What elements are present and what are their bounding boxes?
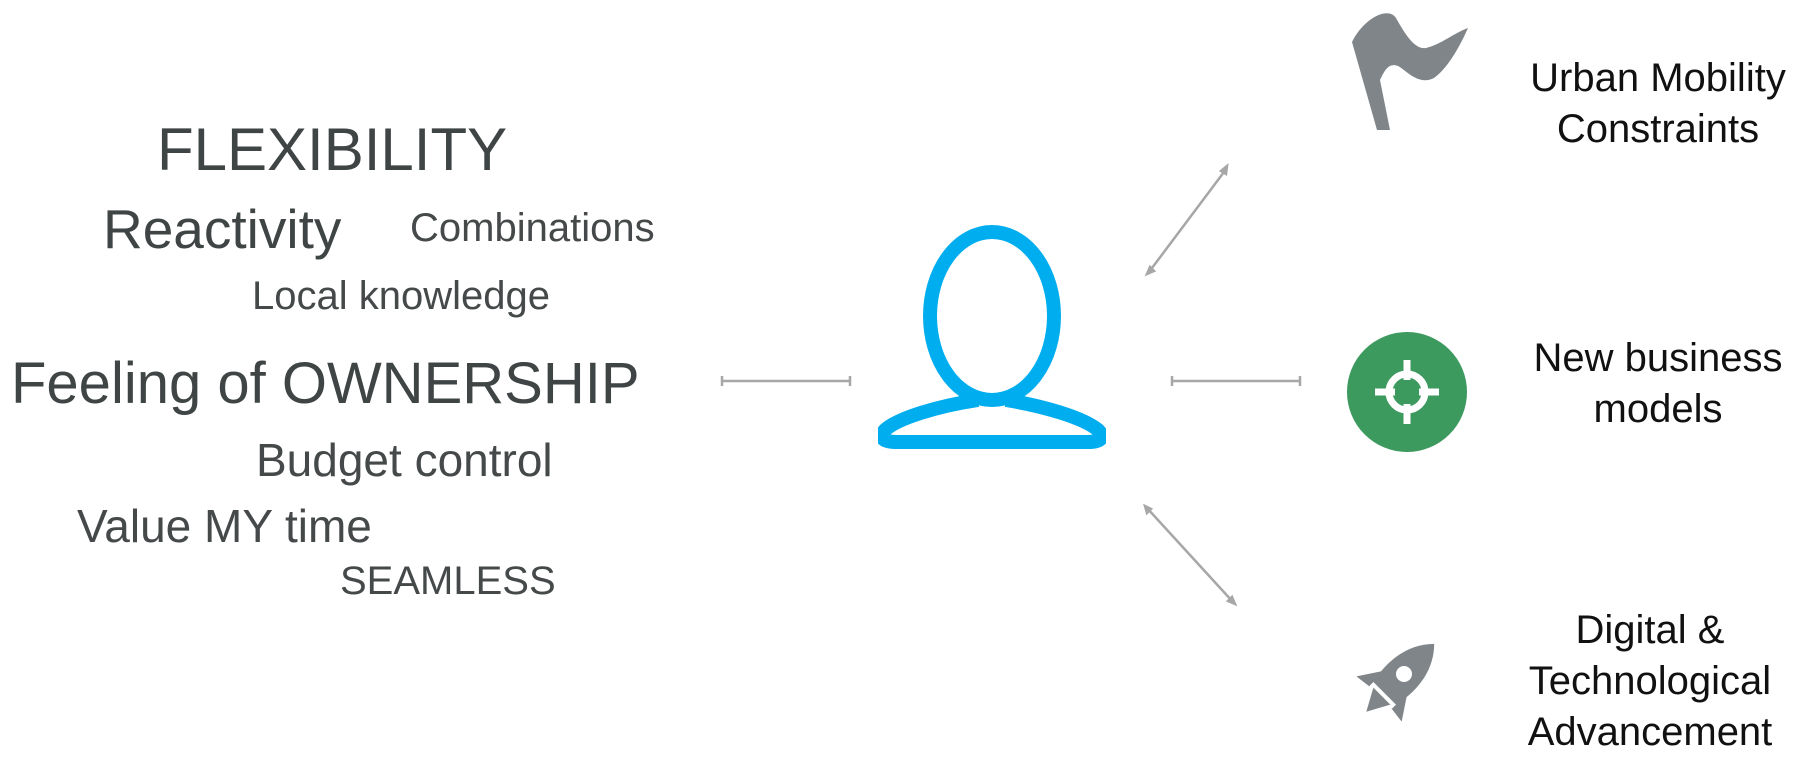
keyword-combinations: Combinations [410, 206, 655, 250]
factor-label-business-models: New business models [1523, 333, 1793, 435]
label-line: Advancement [1527, 710, 1773, 754]
keyword-value-time: Value MY time [77, 500, 372, 552]
label-line: Constraints [1556, 107, 1760, 151]
flag-icon [1352, 13, 1468, 130]
label-line: Digital & [1575, 608, 1725, 652]
connector-user-to-urban [1148, 167, 1228, 273]
connector-user-to-digital [1146, 507, 1234, 603]
keyword-reactivity: Reactivity [103, 198, 342, 260]
factor-label-urban-mobility: Urban Mobility Constraints [1513, 53, 1803, 155]
keyword-local-knowledge: Local knowledge [252, 274, 550, 318]
rocket-icon [1356, 643, 1435, 722]
label-line: Urban Mobility [1530, 56, 1786, 100]
keyword-flexibility: FLEXIBILITY [157, 116, 508, 183]
label-line: Technological [1528, 659, 1772, 703]
label-line: New business [1533, 336, 1783, 380]
keyword-seamless: SEAMLESS [340, 559, 556, 603]
factor-label-digital-tech: Digital & Technological Advancement [1510, 605, 1790, 758]
keyword-ownership: Feeling of OWNERSHIP [11, 351, 640, 416]
user-icon [878, 225, 1106, 449]
keyword-budget-control: Budget control [256, 434, 553, 486]
label-line: models [1593, 387, 1723, 431]
target-icon [1347, 332, 1467, 452]
